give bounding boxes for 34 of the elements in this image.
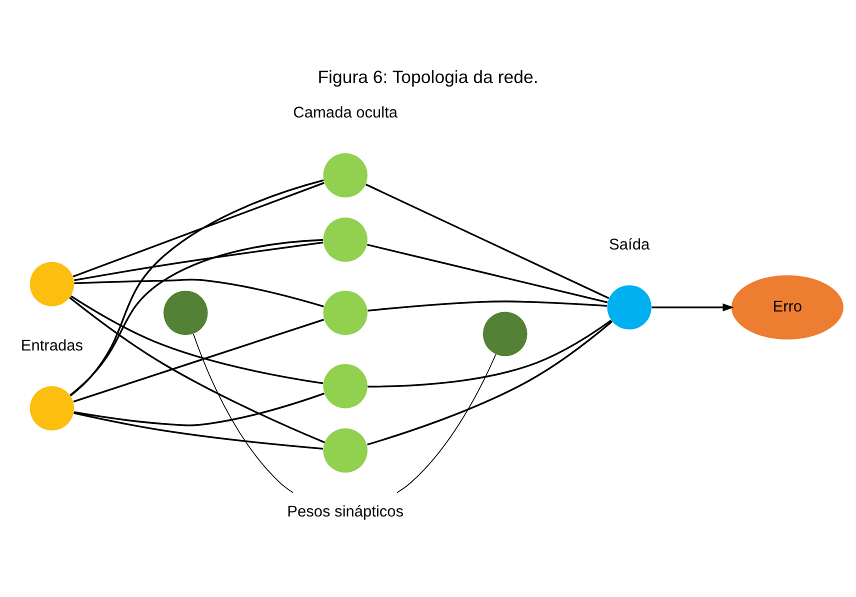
connector	[367, 320, 613, 446]
node-circle	[323, 153, 368, 198]
node-circle	[323, 428, 368, 473]
label: Entradas	[20, 337, 83, 354]
connector	[368, 300, 608, 312]
connector	[192, 333, 294, 494]
connector	[70, 239, 323, 396]
node-circle	[323, 290, 368, 336]
connector	[69, 296, 325, 444]
connector	[70, 295, 324, 384]
node-circle	[482, 312, 528, 356]
node-circle	[30, 262, 74, 306]
node-circle	[323, 218, 368, 262]
node-text: Pesos sinápticos	[287, 504, 404, 521]
connector	[72, 182, 324, 278]
connector	[365, 184, 610, 300]
connector	[74, 242, 324, 282]
node-circle	[323, 364, 368, 408]
connector	[396, 354, 496, 494]
connector	[70, 179, 324, 396]
node-circle	[607, 285, 652, 330]
node-ellipse: Erro	[731, 275, 844, 340]
diagram-title: Figura 6: Topologia da rede.	[318, 67, 538, 88]
connector	[74, 412, 324, 450]
node-circle	[30, 386, 74, 430]
label: Camada oculta	[293, 104, 398, 122]
node-circle	[163, 290, 208, 336]
connector	[366, 244, 608, 304]
connector	[74, 392, 325, 426]
connector	[368, 320, 612, 388]
arrow	[652, 303, 734, 312]
node-label: Saída	[609, 236, 650, 254]
connector	[74, 278, 324, 308]
connector	[73, 318, 324, 402]
